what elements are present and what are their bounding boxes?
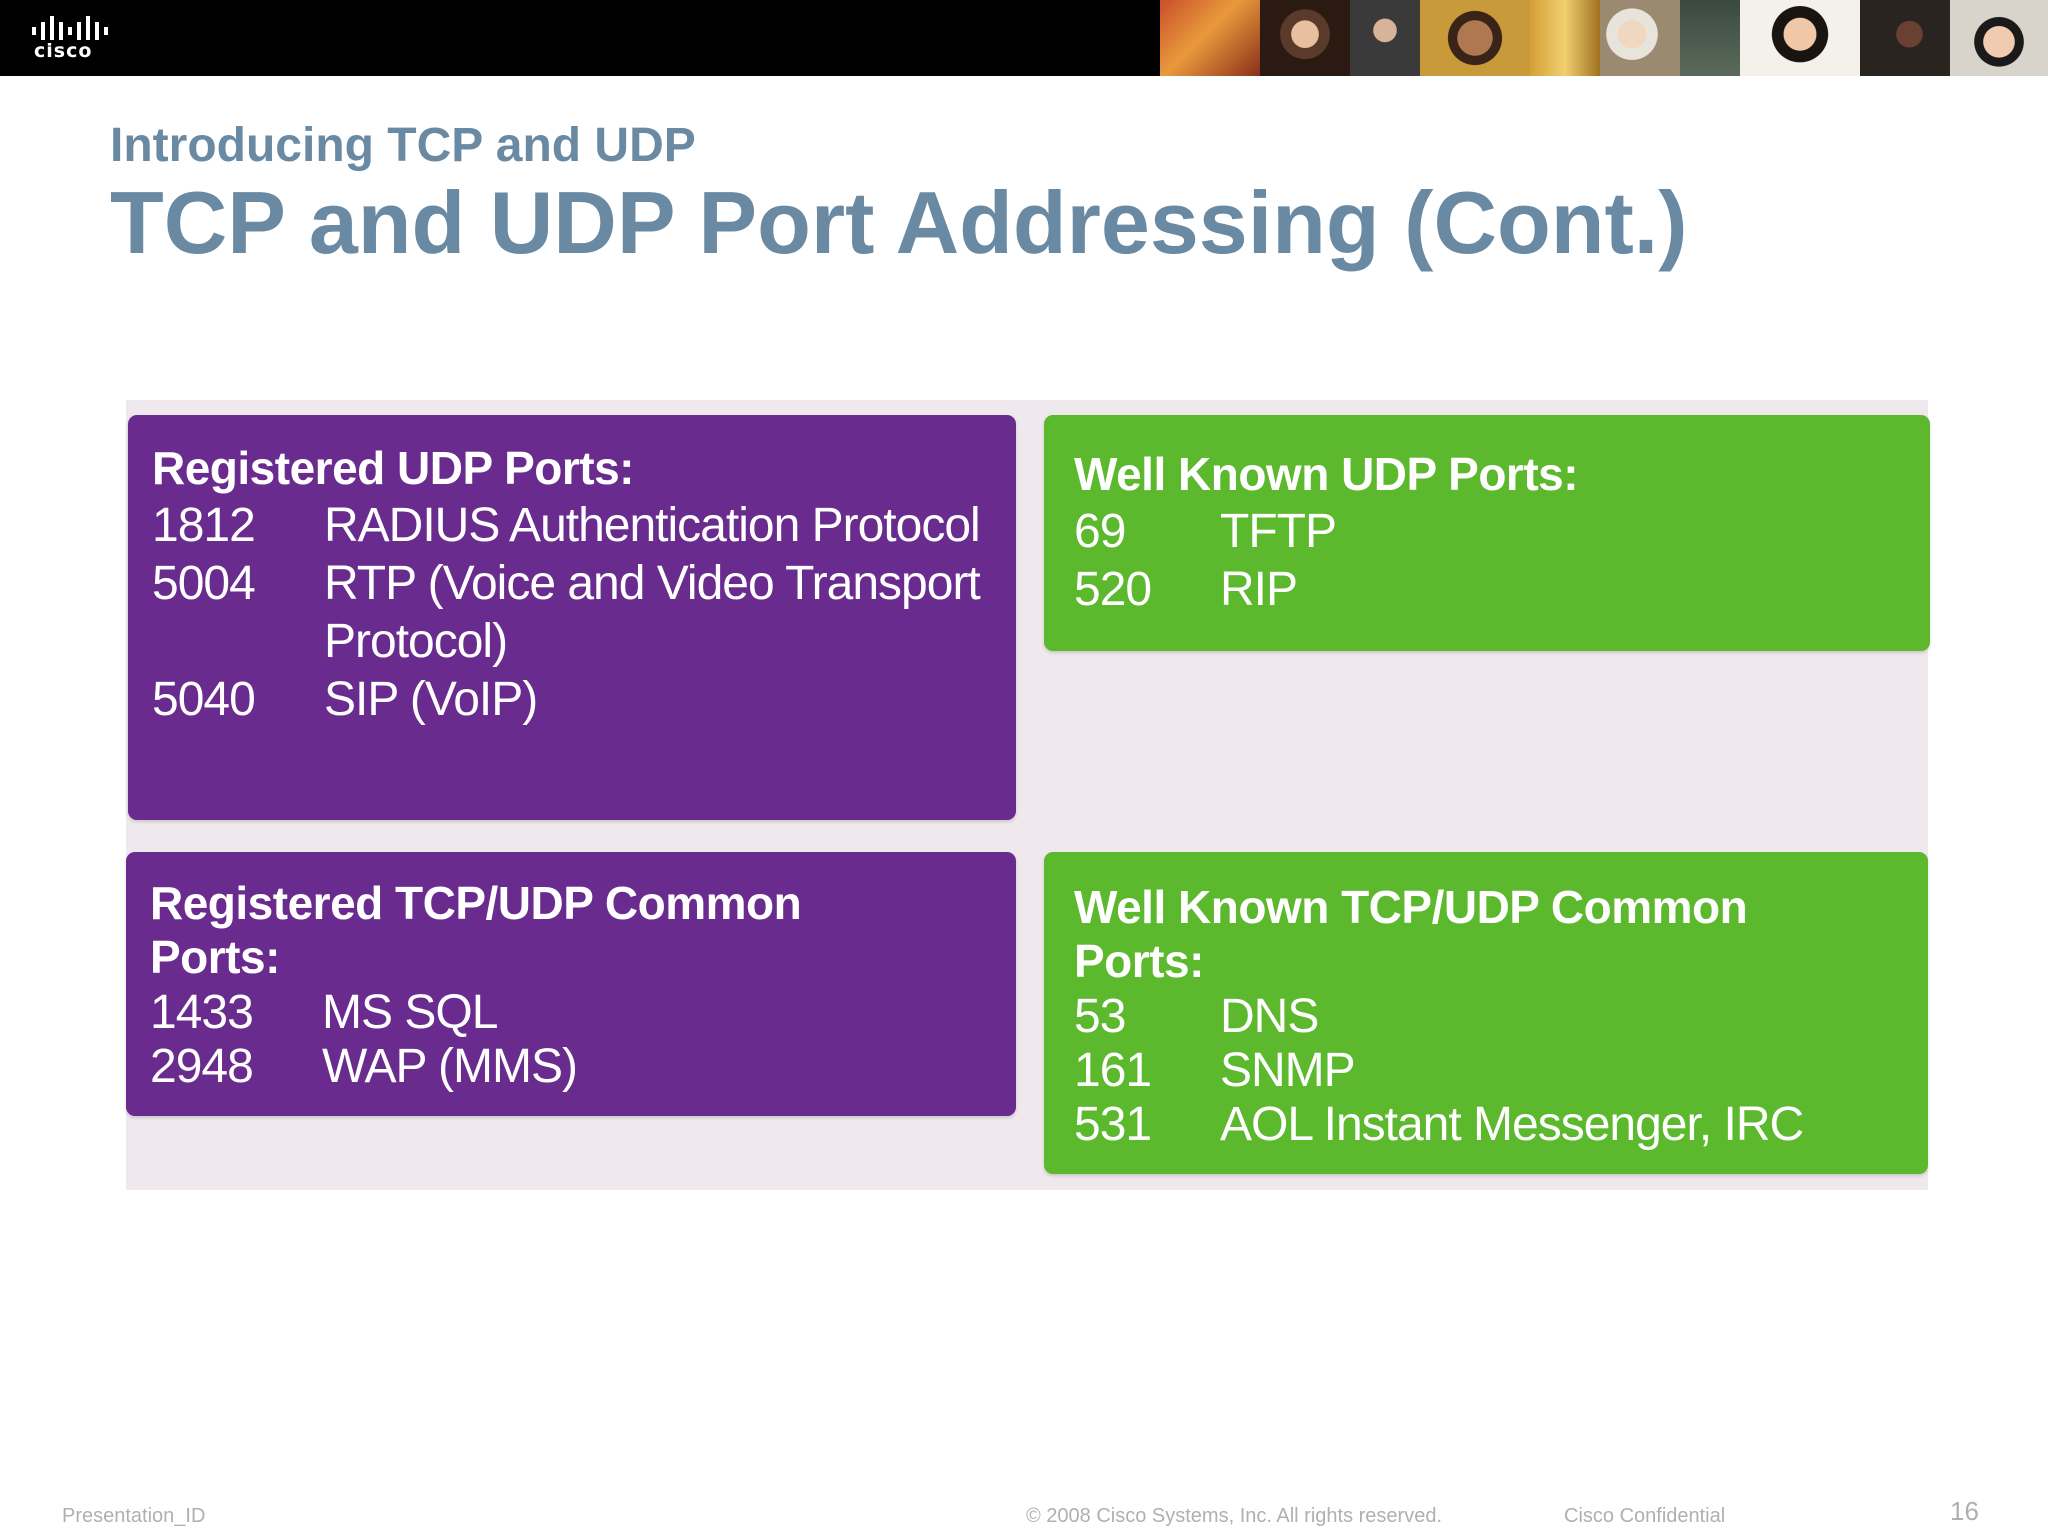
port-number: 1433 bbox=[150, 986, 254, 1039]
registered-tcp-udp-common-ports-box: Registered TCP/UDP Common Ports: 1433 MS… bbox=[126, 852, 1016, 1116]
port-number: 2948 bbox=[150, 1040, 254, 1093]
photo-collage-2 bbox=[1530, 0, 1600, 76]
port-row: 53 DNS bbox=[1074, 990, 1898, 1044]
page-number: 16 bbox=[1950, 1496, 1979, 1526]
header-bar: cisco bbox=[0, 0, 2048, 76]
well-known-udp-ports-box: Well Known UDP Ports: 69 TFTP 520 RIP bbox=[1044, 415, 1930, 651]
photo-chalkboard bbox=[1680, 0, 1740, 76]
port-number: 161 bbox=[1074, 1044, 1152, 1097]
photo-face-1 bbox=[1260, 0, 1350, 76]
port-row: 531 AOL Instant Messenger, IRC bbox=[1074, 1098, 1898, 1152]
footer-presentation-id: Presentation_ID bbox=[62, 1505, 206, 1527]
photo-face-5 bbox=[1740, 0, 1860, 76]
port-row: 1433 MS SQL bbox=[150, 986, 992, 1040]
box-title: Well Known UDP Ports: bbox=[1074, 448, 1579, 500]
photo-face-2 bbox=[1350, 0, 1420, 76]
port-number: 5004 bbox=[152, 557, 256, 610]
port-description: AOL Instant Messenger, IRC bbox=[1220, 1098, 1804, 1151]
port-description: TFTP bbox=[1220, 505, 1337, 558]
photo-face-4 bbox=[1600, 0, 1680, 76]
port-description: MS SQL bbox=[322, 986, 498, 1039]
port-description: SNMP bbox=[1220, 1044, 1356, 1097]
photo-face-7 bbox=[1950, 0, 2048, 76]
footer-copyright: © 2008 Cisco Systems, Inc. All rights re… bbox=[1026, 1505, 1443, 1527]
photo-face-3 bbox=[1420, 0, 1530, 76]
port-description: SIP (VoIP) bbox=[324, 673, 538, 726]
header-photo-strip bbox=[1160, 0, 2048, 76]
box-title: Registered TCP/UDP Common Ports: bbox=[150, 877, 802, 983]
port-row: 5004 RTP (Voice and Video Transport Prot… bbox=[152, 555, 992, 671]
port-description: DNS bbox=[1220, 990, 1319, 1043]
port-row: 69 TFTP bbox=[1074, 503, 1900, 561]
port-number: 520 bbox=[1074, 563, 1152, 616]
port-number: 531 bbox=[1074, 1098, 1152, 1151]
well-known-tcp-udp-common-ports-box: Well Known TCP/UDP Common Ports: 53 DNS … bbox=[1044, 852, 1928, 1174]
footer-confidential: Cisco Confidential bbox=[1564, 1505, 1726, 1527]
photo-collage-1 bbox=[1160, 0, 1260, 76]
cisco-bars-icon bbox=[32, 16, 108, 40]
port-number: 53 bbox=[1074, 990, 1126, 1043]
registered-udp-ports-box: Registered UDP Ports: 1812 RADIUS Authen… bbox=[128, 415, 1016, 820]
port-row: 1812 RADIUS Authentication Protocol bbox=[152, 497, 992, 555]
port-description: RADIUS Authentication Protocol bbox=[324, 499, 981, 552]
box-title: Registered UDP Ports: bbox=[152, 442, 635, 494]
port-number: 69 bbox=[1074, 505, 1126, 558]
cisco-logo: cisco bbox=[30, 14, 120, 66]
port-row: 161 SNMP bbox=[1074, 1044, 1898, 1098]
port-row: 520 RIP bbox=[1074, 561, 1900, 619]
photo-face-6 bbox=[1860, 0, 1950, 76]
port-number: 5040 bbox=[152, 673, 256, 726]
slide-title: TCP and UDP Port Addressing (Cont.) bbox=[110, 173, 1688, 272]
port-description: WAP (MMS) bbox=[322, 1040, 578, 1093]
port-description: RTP (Voice and Video Transport Protocol) bbox=[324, 557, 981, 668]
box-title: Well Known TCP/UDP Common Ports: bbox=[1074, 881, 1748, 987]
slide-subtitle: Introducing TCP and UDP bbox=[110, 119, 696, 172]
port-row: 5040 SIP (VoIP) bbox=[152, 671, 992, 729]
cisco-logo-text: cisco bbox=[34, 40, 93, 62]
port-description: RIP bbox=[1220, 563, 1298, 616]
port-row: 2948 WAP (MMS) bbox=[150, 1040, 992, 1094]
port-number: 1812 bbox=[152, 499, 256, 552]
